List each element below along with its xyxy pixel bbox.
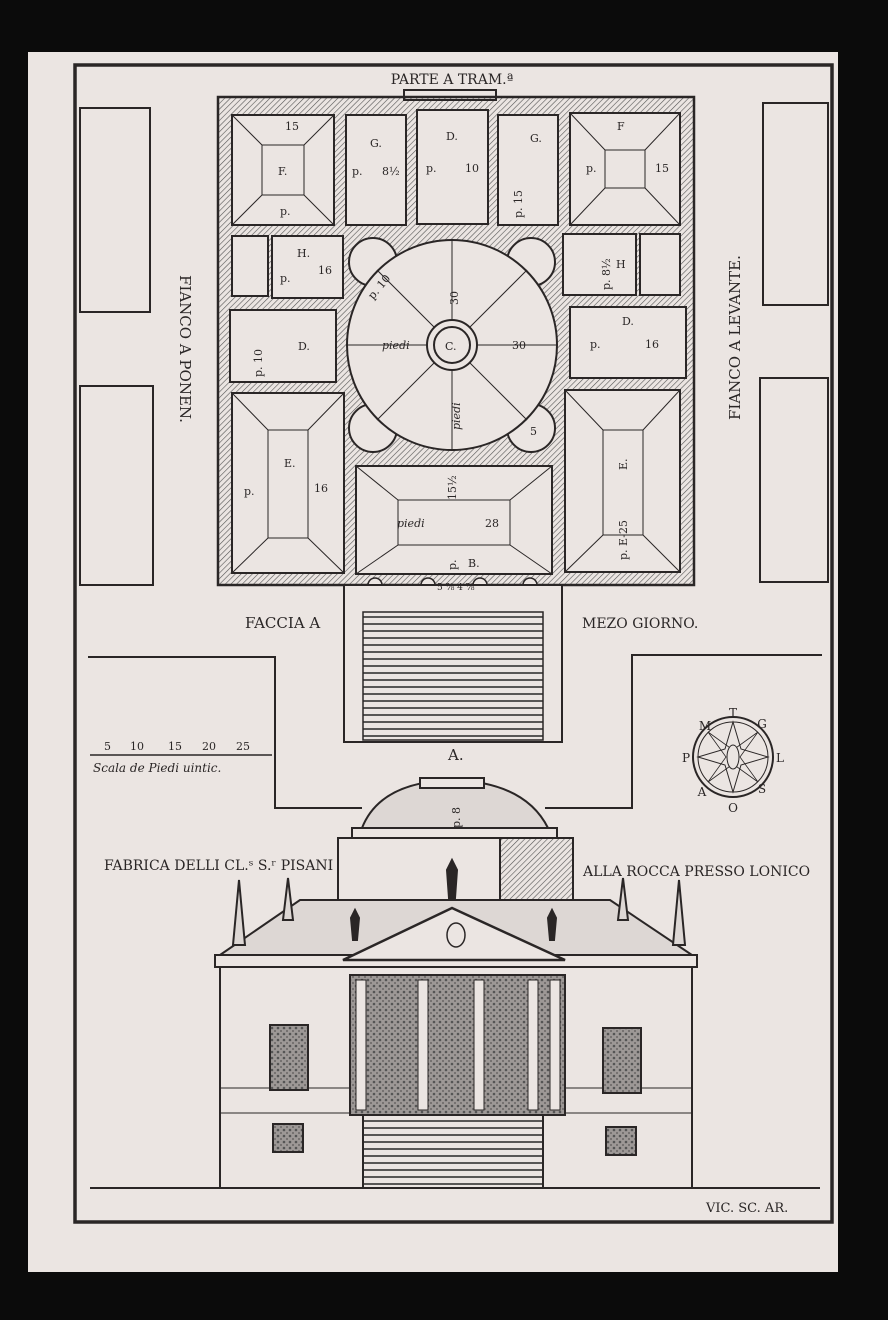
room-label: F. [278,165,287,178]
room-label: H. [297,247,310,260]
label-parte-a-tram: PARTE A TRAM.ª [391,72,514,88]
label-faccia-a: FACCIA A [245,614,320,632]
room-dim: 5 [530,425,537,438]
compass-rose [692,716,774,798]
room-dim: piedi [450,402,463,430]
room-dim: p. [244,485,255,498]
room-dim: 15 [655,162,669,175]
compass-letter: T [729,706,737,720]
room-d-right [569,306,687,379]
room-labels: F. 15 p. G. p. 8½ D. p. 10 G. p. 15 F p.… [244,120,669,593]
room-label: H [616,258,626,271]
obelisk [231,877,687,946]
room-e-left [231,392,345,574]
room-g-left [345,114,407,226]
room-dim: piedi [382,339,410,352]
label-fianco-levante: FIANCO A LEVANTE. [726,255,744,420]
outer-border [73,63,834,1224]
path-outline [545,654,822,809]
room-label: D. [446,130,458,143]
room-dim: p. 15 [512,190,525,218]
room-g-right [497,114,559,226]
room-dim: 16 [318,264,332,277]
room-dim: 16 [645,338,659,351]
room-dim: p. [280,205,291,218]
room-label: E. [617,458,630,470]
compass-letters: T G L S O A P M [682,706,784,815]
room-dim: p. [352,165,363,178]
pediment [342,906,566,962]
room-dim: 10 [465,162,479,175]
window [602,1027,642,1094]
room-dim: 16 [314,482,328,495]
room-label: E. [284,457,296,470]
stair-right [639,233,681,296]
side-block [79,107,151,313]
room-dim: piedi [397,517,425,530]
room-label: C. [445,340,457,353]
room-dim: p. [446,559,459,570]
room-dim: 30 [448,291,461,305]
room-e-right [564,389,681,573]
side-block [762,102,829,306]
scale-tick: 10 [130,740,144,753]
compass-letter: M [699,719,711,733]
portico-dims: 5 ⅞ 4 ⅞ [437,583,475,593]
room-dim: 8½ [382,165,400,178]
room-dim: p. [586,162,597,175]
room-dim: 28 [485,517,499,530]
window [605,1126,637,1156]
compass-letter: P [682,751,690,765]
front-steps [362,1114,544,1189]
room-f-left [231,114,335,226]
scale-tick: 15 [168,740,182,753]
room-h-left [271,235,344,299]
engraver-signature: VIC. SC. AR. [705,1201,788,1216]
room-label: G. [370,137,382,150]
room-dim: 15½ [446,475,459,500]
scale-caption: Scala de Piedi uintic. [93,761,221,775]
path-outline [88,656,362,809]
room-dim: p. 10 [252,349,265,377]
room-dim: p. [280,272,291,285]
room-dim: 15 [285,120,299,133]
label-mezo-giorno: MEZO GIORNO. [582,616,698,632]
compass-letter: A [697,785,707,799]
compass-letter: G [757,717,767,731]
room-label: F [617,120,625,133]
side-block [79,385,154,586]
room-dim: p. 8½ [600,258,613,290]
room-label: D. [298,340,310,353]
scale-tick: 5 [104,740,111,753]
room-label: G. [530,132,542,145]
window [269,1024,309,1091]
scale-tick: 20 [202,740,216,753]
room-h-right [562,233,637,296]
room-b [355,465,553,575]
stair-left [231,235,269,297]
elevation-title-right: ALLA ROCCA PRESSO LONICO [582,864,810,880]
room-label: D. [622,315,634,328]
room-dim: p. [590,338,601,351]
room-label: B. [468,557,480,570]
compass-letter: O [728,801,738,815]
window [272,1123,304,1153]
side-block [759,377,829,583]
dome-dimension: p. 8 [450,807,463,828]
room-dim: p. [426,162,437,175]
compass-letter: L [776,751,784,765]
elevation-title-left: FABRICA DELLI CL.ˢ S.ʳ PISANI [104,858,333,874]
scale-ticks: 5 10 15 20 25 [104,740,250,753]
rear-loggia [403,89,497,101]
label-entrance-a: A. [447,746,464,764]
room-d-left [229,309,337,383]
room-dim: p. E-25 [617,520,630,560]
label-fianco-ponen: FIANCO A PONEN. [176,275,194,423]
statue [349,857,558,941]
scale-tick: 25 [236,740,250,753]
room-d-top [416,109,489,225]
room-dim: 30 [512,339,526,352]
compass-letter: S [758,782,766,796]
